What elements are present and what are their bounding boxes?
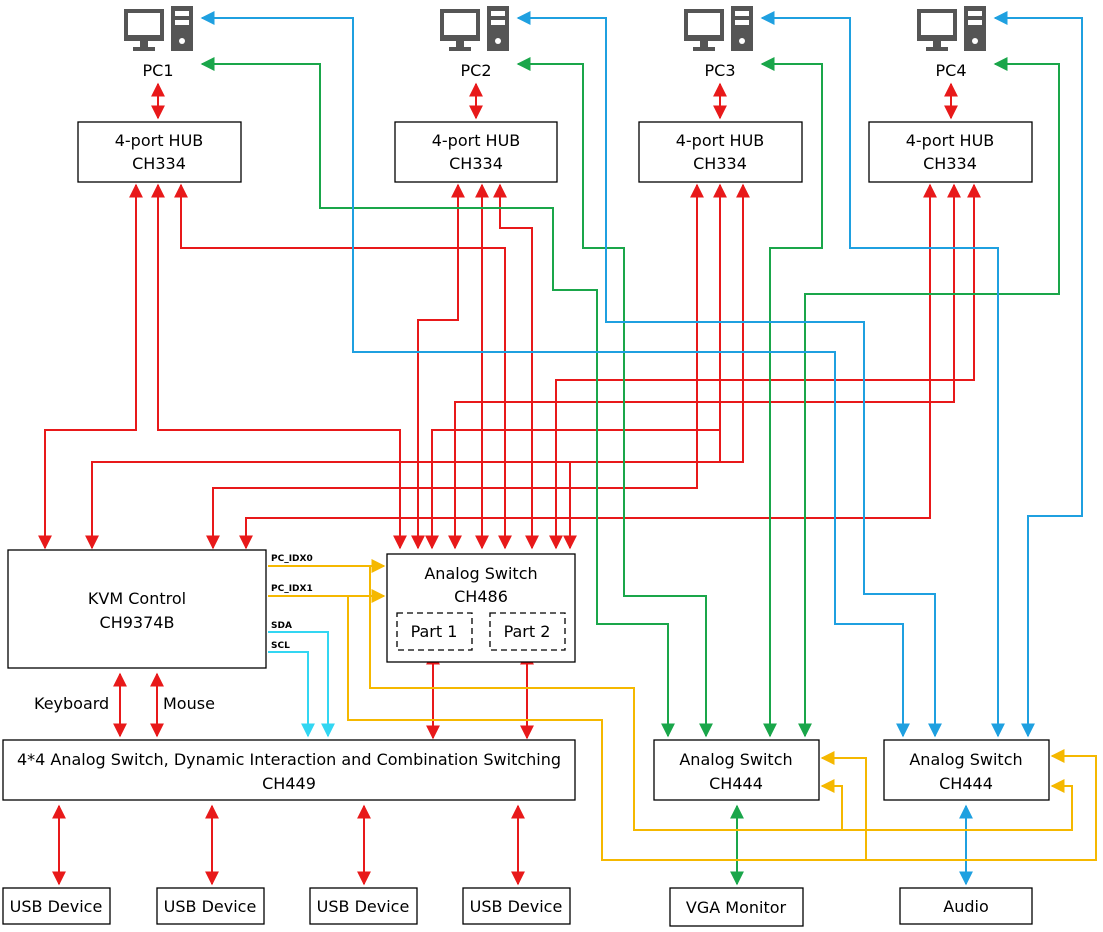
vga-monitor-box bbox=[669, 887, 804, 927]
usb-device-2-box bbox=[156, 887, 265, 925]
desktop-computer-icon bbox=[440, 6, 509, 51]
usb-device-2: USB Device bbox=[156, 887, 265, 925]
hub3-title: 4-port HUB bbox=[676, 131, 765, 150]
usb-device-1-label: USB Device bbox=[10, 897, 103, 916]
sda-label: SDA bbox=[271, 621, 292, 631]
mouse-label: Mouse bbox=[163, 694, 215, 713]
pc1-label: PC1 bbox=[143, 61, 174, 80]
kvm-control-box bbox=[7, 549, 267, 669]
hub4-ch486-link-b bbox=[549, 183, 981, 550]
ch486-chip: CH486 bbox=[454, 587, 508, 606]
audio-output: Audio bbox=[899, 887, 1033, 925]
pc4: PC4 bbox=[917, 6, 986, 80]
pc-idx1-to-ch444-audio bbox=[866, 749, 1097, 861]
hub3-chip: CH334 bbox=[693, 154, 747, 173]
hub2-box bbox=[394, 121, 558, 183]
ch444-vga: Analog Switch CH444 bbox=[653, 739, 820, 801]
hub2-chip: CH334 bbox=[449, 154, 503, 173]
sda-link bbox=[268, 631, 335, 738]
audio-box bbox=[899, 887, 1033, 925]
pc1: PC1 bbox=[124, 6, 193, 80]
audio-label: Audio bbox=[943, 897, 988, 916]
ch444-audio-box bbox=[883, 739, 1050, 801]
hub1-chip: CH334 bbox=[132, 154, 186, 173]
hub4-ch486-link-a bbox=[448, 183, 961, 550]
ch444-audio-chip: CH444 bbox=[939, 774, 993, 793]
ch449: 4*4 Analog Switch, Dynamic Interaction a… bbox=[2, 739, 576, 801]
ch486-part1-box bbox=[396, 612, 473, 651]
scl-link bbox=[268, 651, 315, 738]
ch486: Analog Switch CH486 Part 1 Part 2 bbox=[386, 553, 576, 663]
hub1: 4-port HUB CH334 bbox=[77, 121, 242, 183]
vga-monitor-label: VGA Monitor bbox=[686, 898, 787, 917]
hub3-ch486-link-b bbox=[563, 183, 750, 550]
ch444-audio: Analog Switch CH444 bbox=[883, 739, 1050, 801]
pc2-label: PC2 bbox=[461, 61, 492, 80]
pc2: PC2 bbox=[440, 6, 509, 80]
ch444-vga-title: Analog Switch bbox=[679, 750, 792, 769]
kvm-control: KVM Control CH9374B PC_IDX0 PC_IDX1 SDA … bbox=[7, 549, 313, 669]
usb-device-3-box bbox=[309, 887, 418, 925]
audio-wires bbox=[200, 11, 1083, 886]
ch449-box bbox=[2, 739, 576, 801]
hub4-chip: CH334 bbox=[923, 154, 977, 173]
ch486-part2-box bbox=[489, 612, 566, 651]
select-wires bbox=[268, 559, 1097, 861]
hub4-title: 4-port HUB bbox=[906, 131, 995, 150]
pc-idx1-label: PC_IDX1 bbox=[271, 584, 313, 594]
usb-device-3: USB Device bbox=[309, 887, 418, 925]
hub1-ch486-link-b bbox=[174, 183, 512, 550]
usb-device-1: USB Device bbox=[2, 887, 111, 925]
kvm-control-chip: CH9374B bbox=[100, 613, 175, 632]
hub2-title: 4-port HUB bbox=[432, 131, 521, 150]
hub4-box bbox=[868, 121, 1033, 183]
usb-device-4-box bbox=[462, 887, 571, 925]
pc4-label: PC4 bbox=[936, 61, 967, 80]
desktop-computer-icon bbox=[124, 6, 193, 51]
keyboard-label: Keyboard bbox=[34, 694, 109, 713]
desktop-computer-icon bbox=[917, 6, 986, 51]
ch449-title: 4*4 Analog Switch, Dynamic Interaction a… bbox=[17, 750, 561, 769]
pc3: PC3 bbox=[684, 6, 753, 80]
vga-monitor: VGA Monitor bbox=[669, 887, 804, 927]
pc3-label: PC3 bbox=[705, 61, 736, 80]
i2c-wires bbox=[268, 631, 335, 738]
usb-device-1-box bbox=[2, 887, 111, 925]
hub3-box bbox=[638, 121, 803, 183]
hub4-kvm-link bbox=[239, 183, 937, 550]
hub1-box bbox=[77, 121, 242, 183]
ch449-chip: CH449 bbox=[262, 774, 316, 793]
ch486-part2-label: Part 2 bbox=[504, 622, 551, 641]
pc-idx1-to-ch444-vga bbox=[347, 596, 867, 861]
usb-device-3-label: USB Device bbox=[317, 897, 410, 916]
kvm-control-title: KVM Control bbox=[88, 589, 186, 608]
desktop-computer-icon bbox=[684, 6, 753, 51]
hub3-ch486-link-a bbox=[425, 183, 727, 550]
usb-device-4: USB Device bbox=[462, 887, 571, 925]
hub2: 4-port HUB CH334 bbox=[394, 121, 558, 183]
hub4: 4-port HUB CH334 bbox=[868, 121, 1033, 183]
ch444-audio-title: Analog Switch bbox=[909, 750, 1022, 769]
usb-device-2-label: USB Device bbox=[164, 897, 257, 916]
ch444-vga-chip: CH444 bbox=[709, 774, 763, 793]
hub1-ch486-link-a bbox=[151, 183, 407, 550]
pc-idx0-to-ch444-vga bbox=[369, 566, 843, 831]
ch444-vga-box bbox=[653, 739, 820, 801]
usb-device-4-label: USB Device bbox=[470, 897, 563, 916]
hub2-ch486-link-a bbox=[411, 183, 465, 550]
pc-idx0-to-ch444-audio bbox=[842, 779, 1073, 831]
pc4-audio-link bbox=[993, 11, 1083, 738]
hub3: 4-port HUB CH334 bbox=[638, 121, 803, 183]
hub1-title: 4-port HUB bbox=[115, 131, 204, 150]
ch486-part1-label: Part 1 bbox=[411, 622, 458, 641]
pc-idx0-label: PC_IDX0 bbox=[271, 554, 313, 564]
hub1-kvm-link bbox=[38, 183, 143, 550]
ch486-title: Analog Switch bbox=[424, 564, 537, 583]
scl-label: SCL bbox=[271, 641, 290, 651]
